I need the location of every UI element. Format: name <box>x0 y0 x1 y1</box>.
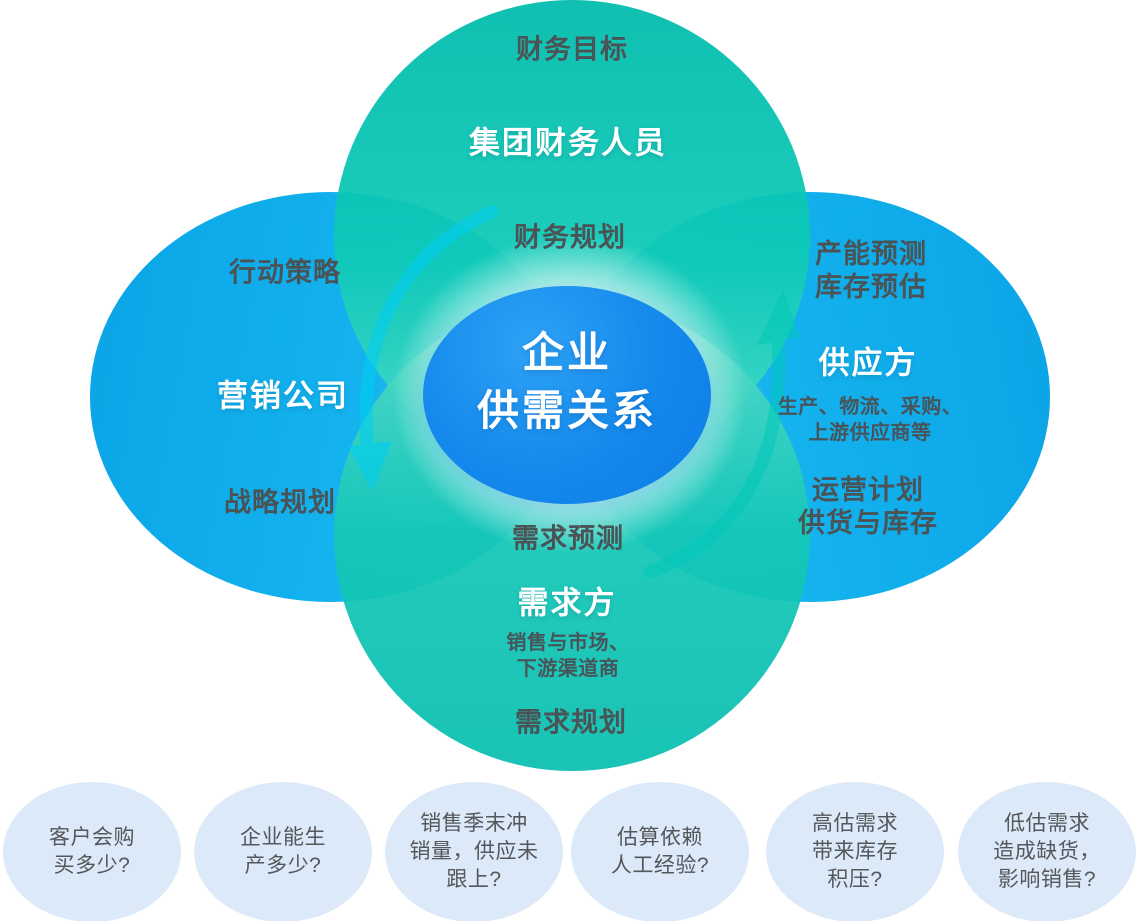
question-bubble-2: 企业能生 产多少? <box>194 782 372 921</box>
strategic-plan-label: 战略规划 <box>224 487 336 518</box>
operation-plan-label: 运营计划 供货与库存 <box>798 474 938 540</box>
supplier-desc-line2: 上游供应商等 <box>808 422 932 444</box>
finance-goal-label: 财务目标 <box>516 34 628 65</box>
question-bubble-1: 客户会购 买多少? <box>3 782 181 921</box>
supplier-desc-line1: 生产、物流、采购、 <box>777 396 963 418</box>
demand-desc: 销售与市场、 下游渠道商 <box>507 630 630 682</box>
demand-plan-label: 需求规划 <box>515 707 627 738</box>
capacity-forecast-label: 产能预测 库存预估 <box>815 238 927 304</box>
center-title: 企业 供需关系 <box>477 324 657 440</box>
question-bubble-5: 高估需求 带来库存 积压? <box>766 782 944 921</box>
question-bubble-4: 估算依赖 人工经验? <box>571 782 749 921</box>
supplier-role-label: 供应方 <box>818 345 918 381</box>
question-bubble-6: 低估需求 造成缺货， 影响销售? <box>958 782 1136 921</box>
demand-desc-line2: 下游渠道商 <box>516 658 620 680</box>
supplier-desc: 生产、物流、采购、 上游供应商等 <box>778 394 963 446</box>
capacity-forecast-line1: 产能预测 <box>815 239 927 269</box>
demand-desc-line1: 销售与市场、 <box>506 632 630 654</box>
demand-role-label: 需求方 <box>517 585 617 621</box>
action-strategy-label: 行动策略 <box>229 257 341 288</box>
capacity-forecast-line2: 库存预估 <box>815 272 927 302</box>
finance-plan-label: 财务规划 <box>514 222 626 253</box>
demand-forecast-label: 需求预测 <box>512 523 624 554</box>
bubble-2-text: 企业能生 产多少? <box>240 826 326 877</box>
question-bubble-3: 销售季末冲 销量，供应未 跟上? <box>385 782 563 921</box>
bubble-3-text: 销售季末冲 销量，供应未 跟上? <box>409 812 539 891</box>
operation-plan-line2: 供货与库存 <box>798 508 938 538</box>
finance-role-label: 集团财务人员 <box>469 125 667 161</box>
bubble-5-text: 高估需求 带来库存 积压? <box>812 812 898 891</box>
bubble-1-text: 客户会购 买多少? <box>49 826 135 877</box>
bubble-4-text: 估算依赖 人工经验? <box>610 826 710 877</box>
center-title-line2: 供需关系 <box>476 387 658 434</box>
center-ellipse <box>423 286 711 504</box>
marketing-role-label: 营销公司 <box>217 378 349 414</box>
bubble-6-text: 低估需求 造成缺货， 影响销售? <box>993 812 1101 891</box>
operation-plan-line1: 运营计划 <box>812 475 924 505</box>
center-title-line1: 企业 <box>521 329 613 376</box>
